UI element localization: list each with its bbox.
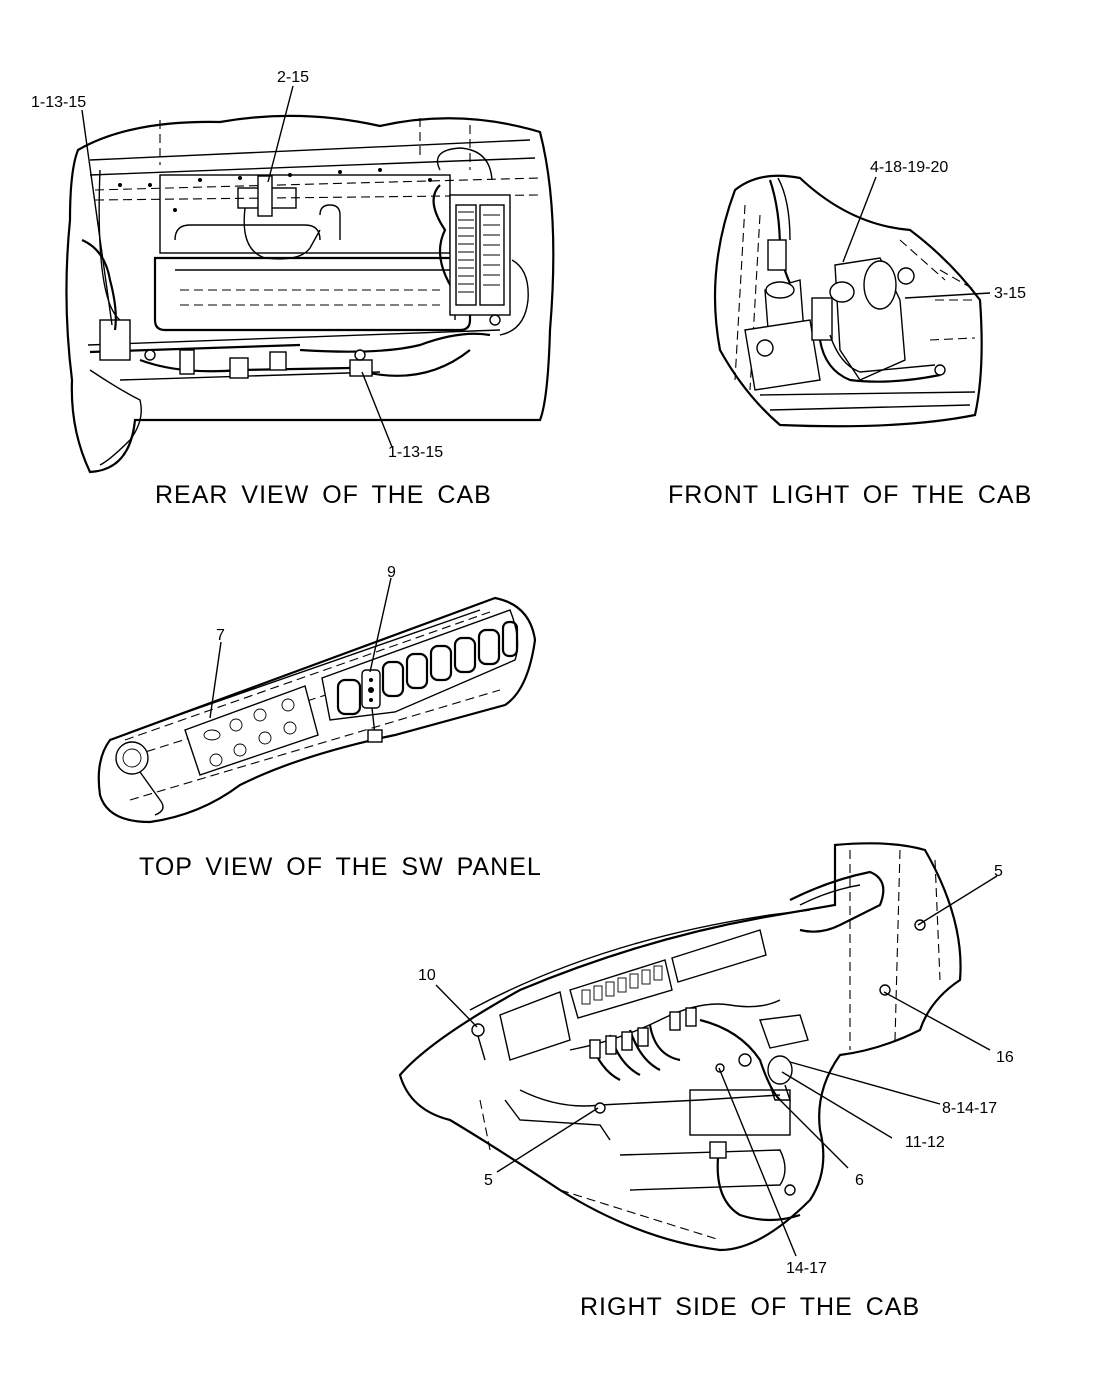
- callout-side-14: 14-17: [786, 1260, 827, 1277]
- callout-rear-bottom: 1-13-15: [388, 444, 443, 461]
- right-side-illustration: [398, 842, 962, 1252]
- leader-side-8: [789, 1061, 941, 1105]
- callout-side-16: 16: [996, 1049, 1014, 1066]
- front-light-illustration: [713, 174, 983, 428]
- title-right-side: RIGHT SIDE OF THE CAB: [580, 1293, 920, 1321]
- leader-side-14: [718, 1067, 797, 1257]
- leader-rear-top: [267, 85, 294, 183]
- leader-side-16: [883, 991, 991, 1051]
- rear-view-illustration: [65, 114, 555, 474]
- callout-rear-top-left: 1-13-15: [31, 94, 86, 111]
- callout-front-top: 4-18-19-20: [870, 159, 948, 176]
- leader-side-6: [776, 1096, 849, 1169]
- callout-front-right: 3-15: [994, 285, 1026, 302]
- callout-side-11: 11-12: [905, 1134, 945, 1151]
- leader-rear-top-left: [81, 109, 113, 326]
- callout-side-8: 8-14-17: [942, 1100, 997, 1117]
- title-rear-view: REAR VIEW OF THE CAB: [155, 481, 492, 509]
- callout-rear-top: 2-15: [277, 69, 309, 86]
- callout-panel-9: 9: [387, 564, 396, 581]
- callout-side-5-bottom: 5: [484, 1172, 493, 1189]
- sw-panel-illustration: [97, 596, 537, 824]
- leader-side-11: [781, 1071, 893, 1139]
- title-front-light: FRONT LIGHT OF THE CAB: [668, 481, 1032, 509]
- leader-rear-bottom: [361, 371, 393, 448]
- callout-side-10: 10: [418, 967, 436, 984]
- leader-panel-9: [369, 577, 392, 673]
- title-sw-panel: TOP VIEW OF THE SW PANEL: [139, 853, 542, 881]
- leader-panel-7: [209, 641, 222, 719]
- callout-side-5-top: 5: [994, 863, 1003, 880]
- callout-panel-7: 7: [216, 627, 225, 644]
- leader-side-5-top: [917, 875, 998, 926]
- leader-front-top: [842, 176, 877, 263]
- leader-front-right: [904, 292, 991, 299]
- leader-side-10: [435, 984, 478, 1028]
- callout-side-6: 6: [855, 1172, 864, 1189]
- leader-side-5-bottom: [496, 1107, 599, 1173]
